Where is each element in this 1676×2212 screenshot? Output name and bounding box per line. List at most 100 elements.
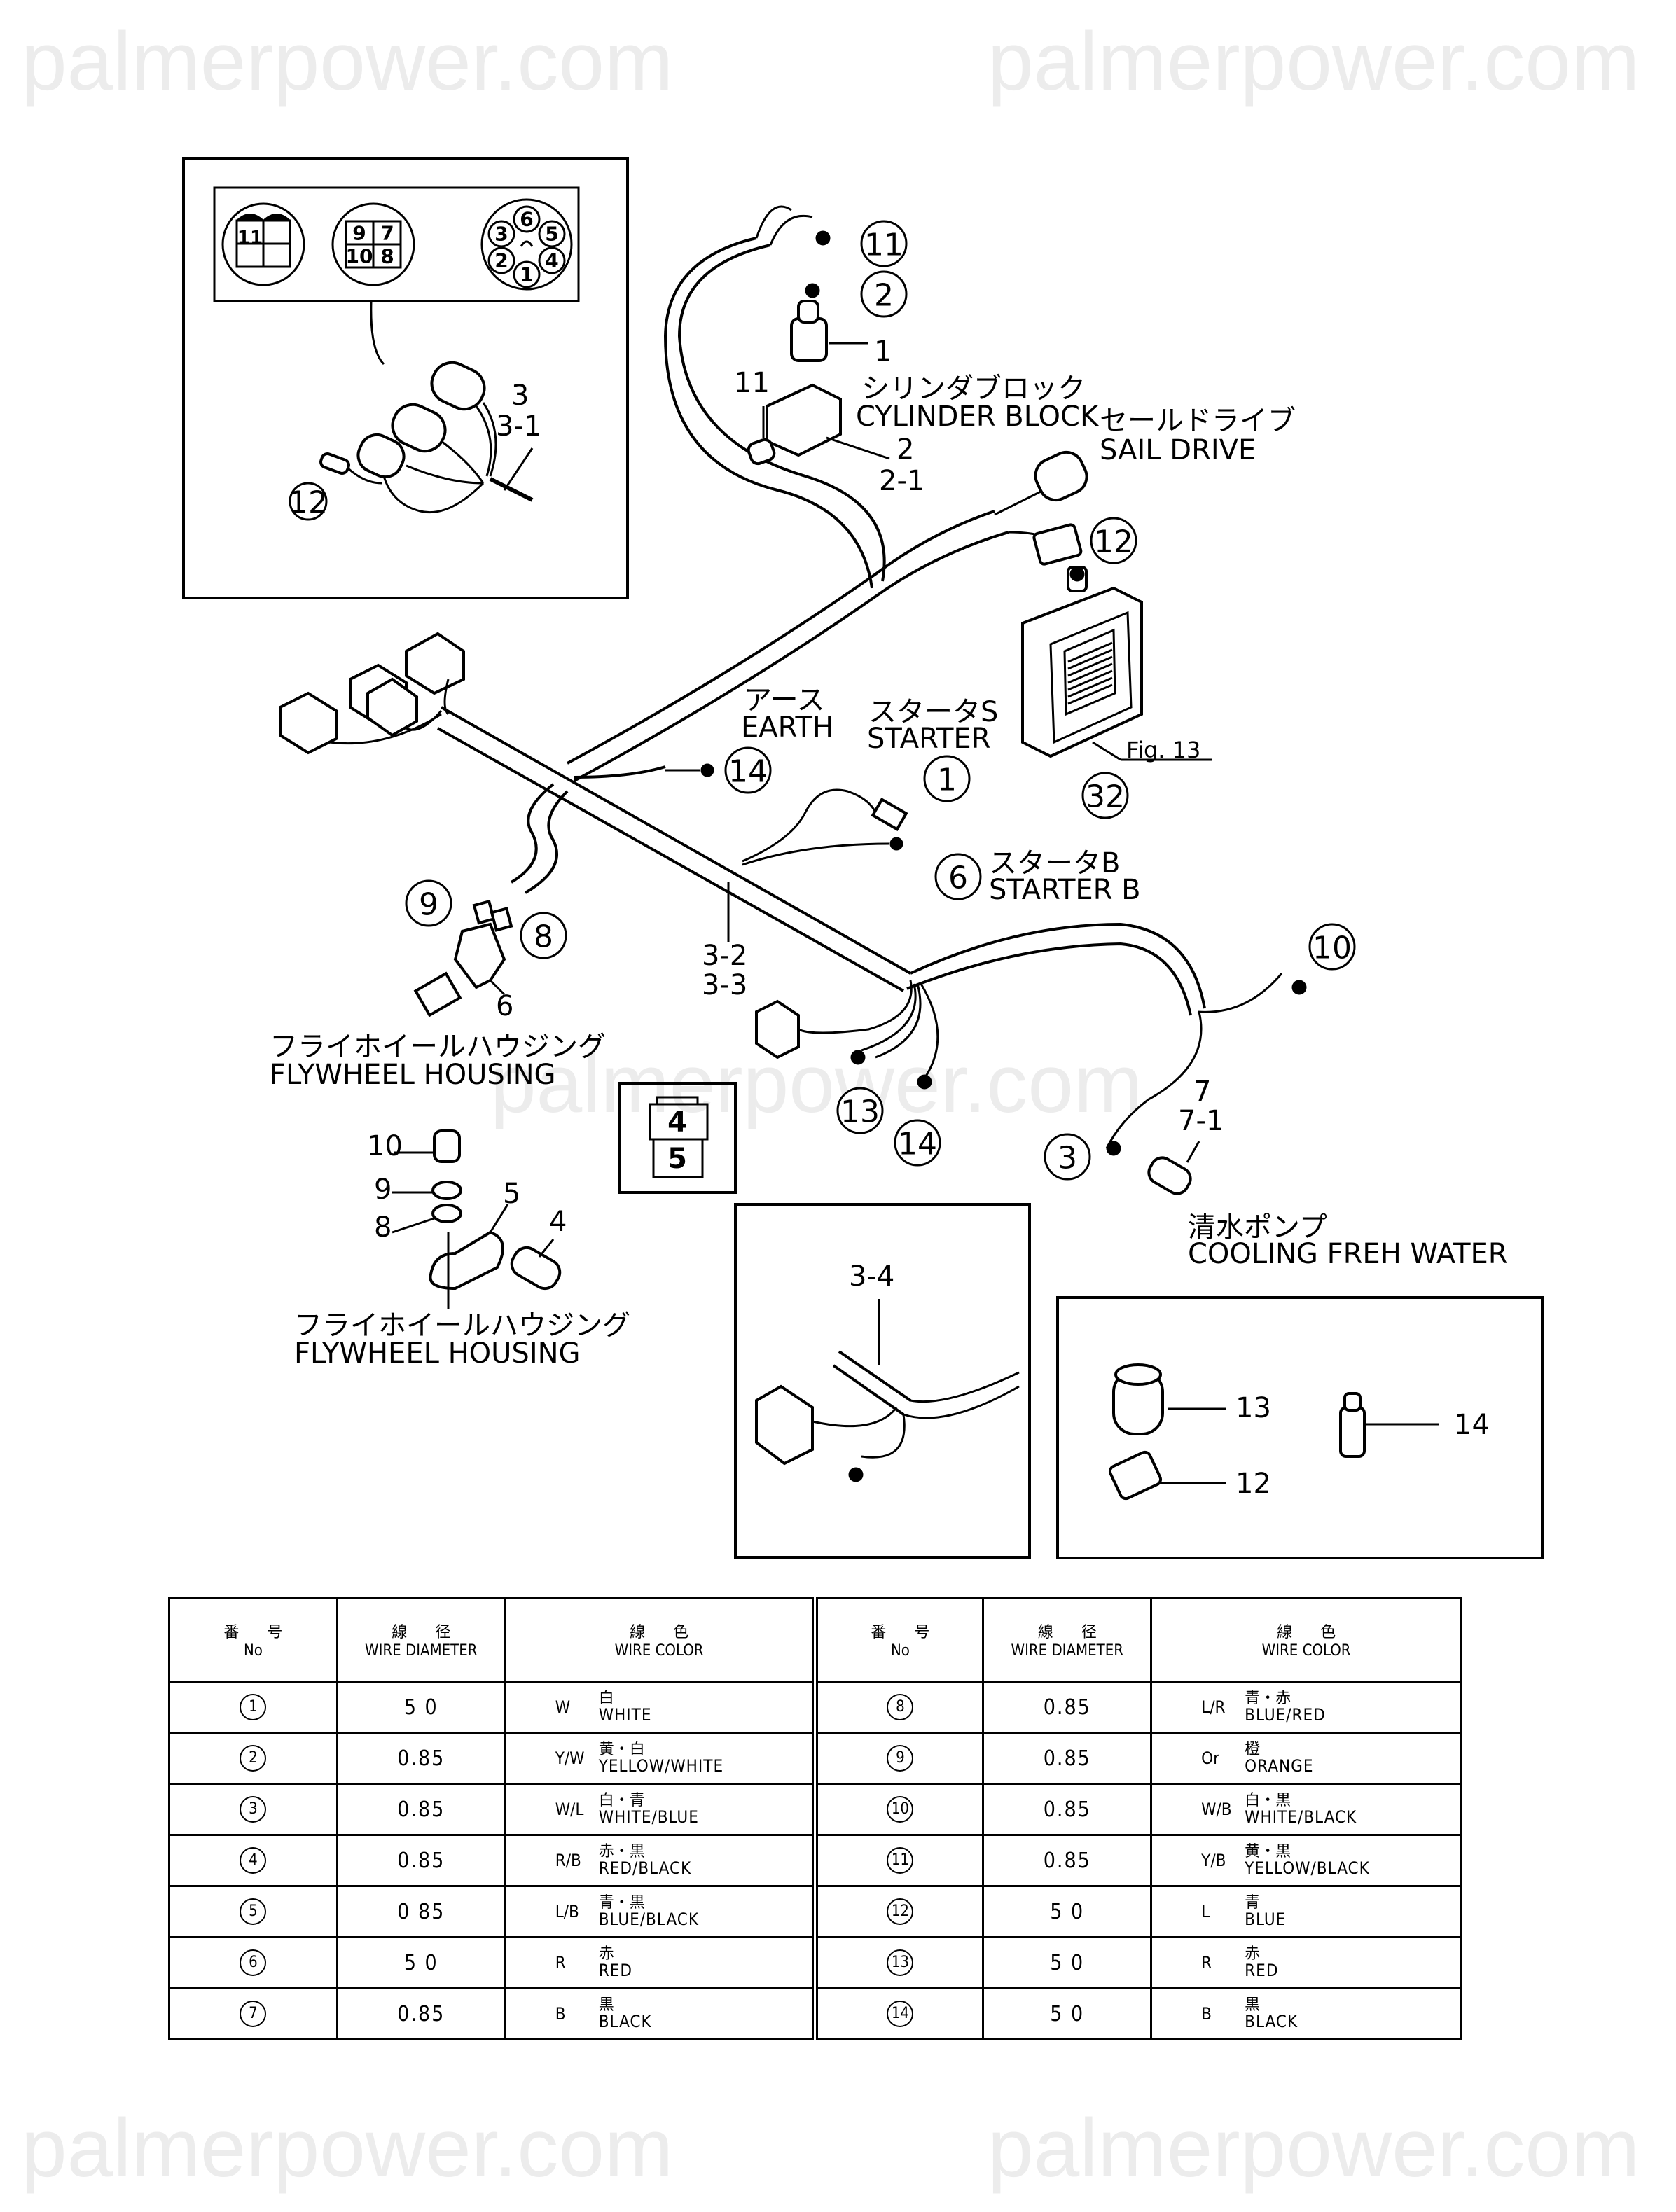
color-code: L [1201, 1902, 1210, 1922]
leader-line [503, 447, 534, 491]
wire-number-badge: 14 [887, 2001, 914, 2028]
bolt-part-10 [433, 1129, 461, 1163]
color-en: RED [598, 1961, 632, 1981]
color-code: Y/B [1201, 1851, 1226, 1871]
watermark-bottom-right: palmerpower.com [988, 2102, 1640, 2194]
cell-diameter: 0.85 [982, 1783, 1153, 1837]
color-jp: 黄・白 [598, 1741, 645, 1759]
color-jp: 赤 [1245, 1945, 1261, 1963]
label-earth-en: EARTH [741, 711, 833, 744]
color-code: B [1201, 2004, 1212, 2024]
callout-w1-starter: 1 [923, 755, 971, 802]
color-code: B [555, 2004, 566, 2024]
terminal-13-icon [850, 1050, 866, 1065]
terminal-3-icon [1106, 1141, 1121, 1156]
color-jp: 青・黒 [598, 1894, 645, 1912]
wire-number-badge: 7 [240, 2001, 267, 2028]
watermark-center: palmerpower.com [490, 1038, 1143, 1130]
callout-w14-lower: 14 [894, 1119, 941, 1167]
label-starter-b-en: STARTER B [989, 874, 1141, 906]
color-jp: 赤 [598, 1945, 614, 1963]
pin-label: 9 [352, 222, 366, 245]
cell-diameter: 0.85 [982, 1732, 1153, 1786]
cell-diameter: 0.85 [335, 1783, 506, 1837]
terminal-10-icon [1291, 980, 1307, 995]
callout-w6-starter: 6 [934, 853, 982, 900]
sail-drive-connector [1034, 450, 1088, 502]
box-label-4: 4 [667, 1106, 687, 1139]
connector-c-pinout: 6 3 5 2 4 1 [480, 198, 573, 291]
color-code: R [1201, 1953, 1212, 1973]
color-code: R/B [555, 1851, 581, 1871]
callout-w8: 8 [520, 912, 567, 959]
callout-part-3: 3 [511, 380, 529, 412]
wire-number-badge: 10 [887, 1796, 914, 1823]
color-code: R [555, 1953, 566, 1973]
color-jp: 橙 [1245, 1741, 1261, 1759]
wire-number-badge: 1 [240, 1694, 267, 1721]
label-flywheel-housing-jp: フライホイールハウジング [270, 1031, 606, 1063]
pin-label: 1 [520, 263, 533, 286]
cell-diameter: 5 0 [982, 1987, 1153, 2040]
label-sail-drive-jp: セールドライブ [1100, 405, 1296, 437]
connector-4-5-box: 4 5 [618, 1082, 737, 1194]
label-cooling-jp: 清水ポンプ [1188, 1211, 1327, 1244]
sensor-part-12 [1108, 1450, 1163, 1501]
inset-pointer [370, 300, 385, 366]
terminal-lug-part-5 [429, 1230, 504, 1291]
callout-part-14: 14 [1454, 1409, 1490, 1441]
color-jp: 青 [1245, 1894, 1261, 1912]
callout-part-2-1: 2-1 [879, 465, 924, 497]
connector-b-pinout: 9 7 10 8 [331, 202, 415, 286]
svg-text:14: 14 [898, 1127, 937, 1162]
wiring-harness-diagram: 11 9 7 10 8 6 3 5 2 4 1 [182, 157, 1544, 1559]
pin-label: 10 [346, 245, 373, 268]
color-en: WHITE [598, 1705, 652, 1725]
pin-layout-frame [213, 186, 580, 302]
callout-part-3-3: 3-3 [702, 969, 747, 1001]
pin-label: 2 [494, 249, 508, 272]
spacer-part-4 [510, 1246, 562, 1291]
pin-label: 3 [494, 223, 508, 246]
cell-no: 12 [812, 1885, 985, 1939]
label-starter-s-en: STARTER [867, 723, 990, 755]
callout-part-11: 11 [734, 367, 770, 399]
callout-part-7: 7 [1193, 1076, 1211, 1108]
cell-no: 9 [812, 1732, 985, 1786]
callout-w14-earth: 14 [724, 746, 772, 794]
cell-no: 6 [168, 1936, 338, 1990]
starter-s-connector [871, 798, 908, 831]
lock-washer-part-9 [431, 1181, 462, 1200]
cell-diameter: 0.85 [982, 1681, 1153, 1734]
cell-no: 4 [168, 1834, 338, 1888]
label-starter-s-jp: スタータS [868, 696, 998, 728]
svg-text:32: 32 [1086, 779, 1125, 815]
box-label-5: 5 [667, 1143, 687, 1175]
color-jp: 黒 [598, 1996, 614, 2015]
leader-line [489, 979, 506, 996]
left-connector-cluster [279, 632, 465, 755]
terminal-14-icon [917, 1074, 932, 1090]
callout-part-4: 4 [549, 1206, 567, 1238]
cell-no: 8 [812, 1681, 985, 1734]
cell-no: 5 [168, 1885, 338, 1939]
wire-number-badge: 13 [887, 1949, 914, 1977]
leader-line [1186, 1141, 1200, 1163]
fig13-component [1021, 566, 1212, 761]
callout-w32: 32 [1081, 772, 1129, 819]
color-en: YELLOW/WHITE [598, 1756, 724, 1776]
svg-text:8: 8 [534, 919, 553, 955]
callout-part-7-1: 7-1 [1178, 1105, 1224, 1137]
leader-line [826, 436, 890, 460]
pin-label: 7 [380, 222, 394, 245]
